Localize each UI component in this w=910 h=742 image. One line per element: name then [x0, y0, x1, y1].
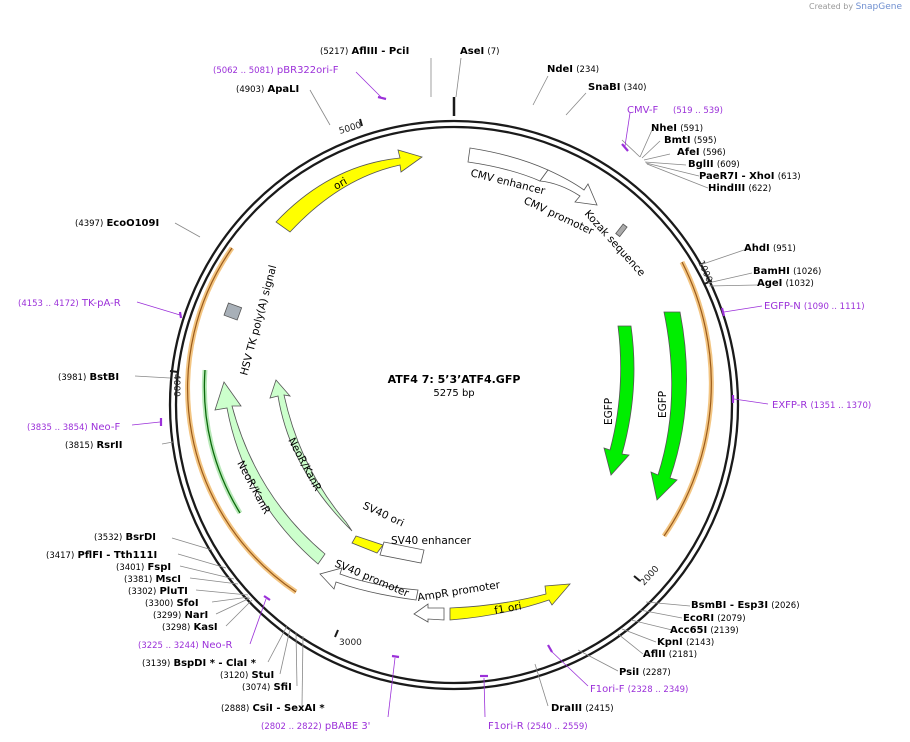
created-by-text: Created by — [809, 2, 854, 11]
sv40-promoter-feature — [319, 567, 419, 601]
site-nheI: NheI (591) — [651, 123, 703, 134]
snapgene-logo-text: SnapGene — [855, 2, 902, 12]
primer-egfp-n: EGFP-N (1090 .. 1111) — [764, 301, 865, 312]
site-aseI: AseI (7) — [460, 46, 499, 57]
primer-neo-r: (3225 .. 3244) Neo-R — [138, 640, 232, 651]
leader-lines — [134, 57, 758, 707]
site-acc65I: Acc65I (2139) — [670, 625, 739, 636]
site-aflII: AflII (2181) — [643, 649, 697, 660]
tick-label-5000: 5000 — [338, 121, 363, 137]
site-psiI: PsiI (2287) — [619, 667, 671, 678]
site-stuI: (3120) StuI — [220, 670, 274, 681]
primer-marks — [159, 95, 735, 678]
site-ahdI: AhdI (951) — [744, 243, 796, 254]
primer-f1ori-f: F1ori-F (2328 .. 2349) — [590, 684, 688, 695]
site-bspDI: (3139) BspDI * - ClaI * — [142, 658, 257, 669]
site-apaLI: (4903) ApaLI — [236, 84, 299, 95]
site-kasI: (3298) KasI — [162, 622, 218, 633]
primer-neo-f: (3835 .. 3854) Neo-F — [27, 422, 120, 433]
sv40-ori-label: SV40 ori — [361, 500, 406, 530]
kozak-label: Kozak sequence — [582, 208, 648, 279]
egfp-outer-feature — [650, 311, 687, 501]
sv40-enhancer-feature — [379, 541, 425, 564]
orf-arcs — [185, 246, 714, 595]
primer-labels: (5062 .. 5081) pBR322ori-F CMV-F (519 ..… — [18, 65, 871, 732]
site-draIII: DraIII (2415) — [551, 703, 614, 714]
hsv-tk-polya-feature — [223, 302, 243, 321]
ampr-promoter-label: AmpR promoter — [417, 579, 502, 604]
tick-label-4000: 4000 — [171, 374, 181, 397]
egfp-inner-feature — [603, 325, 635, 476]
site-bmtI: BmtI (595) — [664, 135, 717, 146]
plasmid-name: ATF4 7: 5’3’ATF4.GFP — [388, 373, 521, 386]
site-bsmBI: BsmBI - Esp3I (2026) — [691, 600, 800, 611]
primer-cmv-f-range: (519 .. 539) — [673, 106, 723, 116]
ori-feature — [275, 149, 423, 233]
site-bglII: BglII (609) — [688, 159, 740, 170]
cmv-promoter-feature — [539, 169, 598, 206]
site-bamHI: BamHI (1026) — [753, 266, 821, 277]
site-aflIII: (5217) AflIII - PciI — [320, 46, 409, 57]
site-pluTI: (3302) PluTI — [128, 586, 188, 597]
f1-ori-label: f1 ori — [493, 600, 522, 617]
ori-label: ori — [332, 175, 350, 192]
snapgene-brand: Created by SnapGene — [809, 2, 902, 12]
neor-outer-feature — [214, 381, 326, 565]
site-ageI: AgeI (1032) — [757, 278, 814, 289]
kozak-feature — [615, 223, 628, 238]
site-snaBI: SnaBI (340) — [588, 82, 646, 93]
primer-exfp-r: EXFP-R (1351 .. 1370) — [772, 400, 871, 411]
hsv-tk-polya-label: HSV TK poly(A) signal — [238, 264, 279, 377]
restriction-sites: (5217) AflIII - PciI AseI (7) NdeI (234)… — [46, 46, 821, 714]
egfp-outer-label: EGFP — [657, 391, 669, 418]
site-pflFI: (3417) PflFI - Tth111I — [46, 550, 157, 561]
site-bstBI: (3981) BstBI — [58, 372, 119, 383]
site-kpnI: KpnI (2143) — [657, 637, 714, 648]
neor-inner-feature — [269, 379, 353, 532]
tick-label-3000: 3000 — [339, 638, 362, 648]
site-hindIII: HindIII (622) — [708, 183, 771, 194]
f1-ori-feature — [449, 583, 571, 621]
site-fspI: (3401) FspI — [116, 562, 171, 573]
primer-cmv-f: CMV-F — [627, 105, 658, 116]
primer-pbr322ori-f: (5062 .. 5081) pBR322ori-F — [213, 65, 339, 76]
site-ndeI: NdeI (234) — [547, 64, 599, 75]
site-mscI: (3381) MscI — [124, 574, 181, 585]
sv40-enhancer-label: SV40 enhancer — [391, 535, 472, 547]
plasmid-backbone — [168, 97, 740, 691]
site-bsrDI: (3532) BsrDI — [94, 532, 156, 543]
primer-f1ori-r: F1ori-R (2540 .. 2559) — [488, 721, 588, 732]
site-sfiI: (3074) SfiI — [242, 682, 292, 693]
egfp-inner-label: EGFP — [603, 398, 615, 425]
site-csiI: (2888) CsiI - SexAI * — [221, 703, 325, 714]
site-afeI: AfeI (596) — [677, 147, 726, 158]
site-narI: (3299) NarI — [153, 610, 208, 621]
sv40-ori-feature — [351, 535, 384, 554]
site-ecoRI: EcoRI (2079) — [683, 613, 746, 624]
neor-inner-label: NeoR/KanR — [285, 436, 323, 493]
primer-tk-pa-r: (4153 .. 4172) TK-pA-R — [18, 298, 121, 309]
primer-leader-lines — [131, 71, 769, 718]
site-paeR7I: PaeR7I - XhoI (613) — [699, 171, 801, 182]
site-sfoI: (3300) SfoI — [145, 598, 199, 609]
plasmid-length: 5275 bp — [433, 388, 474, 399]
tick-label-2000: 2000 — [639, 564, 662, 588]
ampr-promoter-feature — [413, 603, 445, 623]
site-ecoO109I: (4397) EcoO109I — [75, 218, 159, 229]
site-rsrII: (3815) RsrII — [65, 440, 122, 451]
primer-pbabe3: (2802 .. 2822) pBABE 3' — [261, 721, 370, 732]
